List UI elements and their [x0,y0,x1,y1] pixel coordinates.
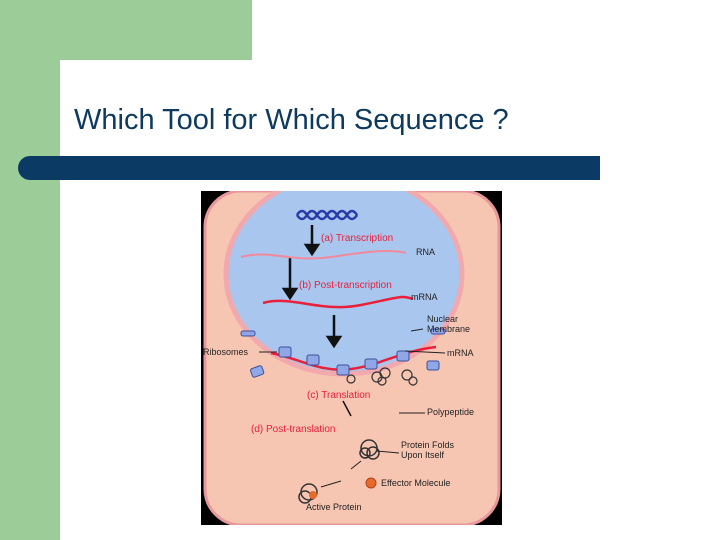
label-membrane: Membrane [427,324,470,334]
label-post-translation: (d) Post-translation [251,424,335,435]
label-nuclear: Nuclear [427,314,458,324]
label-protein-folds: Protein Folds [401,440,455,450]
mrna-strand-nucleus [262,295,414,309]
label-active-protein: Active Protein [306,502,362,512]
label-translation: (c) Translation [307,390,370,401]
folded-protein [359,439,380,460]
label-effector-molecule: Effector Molecule [381,478,450,488]
label-mrna-nucleus: mRNA [411,292,438,302]
ribosomes [240,328,446,378]
label-post-transcription: (b) Post-transcription [299,280,392,291]
rna-strand [240,249,407,260]
label-mrna-cytoplasm: mRNA [447,348,474,358]
label-polypeptide: Polypeptide [427,407,474,417]
label-rna: RNA [416,247,435,257]
label-transcription: (a) Transcription [321,233,393,244]
effector-molecule [365,477,377,489]
gene-expression-diagram: (a) Transcription RNA (b) Post-transcrip… [201,191,502,525]
dna-helix [295,209,359,221]
arrows [281,225,352,417]
polypeptide-coils [346,367,418,386]
content-corner [60,60,100,100]
green-top-band [60,0,252,60]
green-sidebar-band [0,0,60,540]
label-ribosomes: Ribosomes [203,347,249,357]
slide-title: Which Tool for Which Sequence ? [74,104,509,136]
title-underline-bar [18,156,600,180]
active-protein [298,483,318,504]
pointer-lines [259,328,446,488]
label-upon-itself: Upon Itself [401,450,445,460]
